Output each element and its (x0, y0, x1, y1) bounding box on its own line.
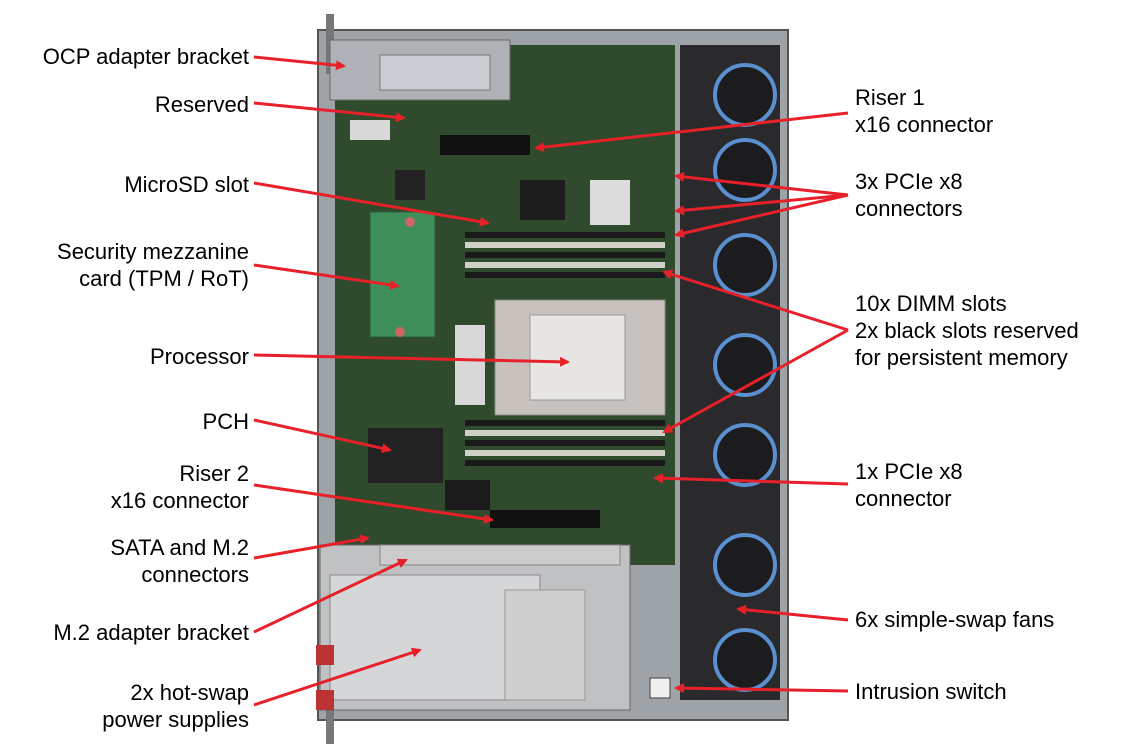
arrow-reserved (253, 101, 406, 123)
arrow-pcie3-c (674, 193, 849, 239)
arrow-dimm-b (662, 328, 849, 434)
arrow-intrusion (674, 683, 849, 694)
riser-2-connector-shape (490, 510, 600, 528)
label-reserved: Reserved (154, 92, 249, 117)
arrow-processor (253, 353, 570, 367)
label-ocp-adapter-bracket: OCP adapter bracket (42, 44, 249, 69)
label-fans: 6x simple-swap fans (855, 607, 1055, 632)
arrow-pcie3-a (674, 171, 849, 197)
callout-arrows (253, 55, 849, 707)
power-supply-bay (316, 544, 631, 711)
fan-3 (713, 233, 777, 297)
processor-heatsink (455, 299, 666, 416)
label-processor: Processor (149, 344, 249, 369)
arrow-dimm-a (662, 269, 849, 332)
label-security-mezzanine-card: Security mezzanine card (TPM / RoT) (57, 239, 249, 291)
fan-1 (713, 63, 777, 127)
label-dimm-slots: 10x DIMM slots 2x black slots reserved f… (855, 291, 1079, 370)
label-power-supplies: 2x hot-swap power supplies (102, 680, 249, 732)
fan-assembly (680, 45, 780, 700)
arrow-security (253, 263, 400, 290)
arrow-fans (736, 604, 849, 622)
dimm-slots-lower (465, 420, 665, 466)
arrow-riser1 (534, 111, 849, 153)
label-pcie-x8-1: 1x PCIe x8 connector (855, 459, 963, 511)
label-intrusion-switch: Intrusion switch (855, 679, 1007, 704)
security-card-shape (369, 211, 436, 338)
label-microsd-slot: MicroSD slot (124, 172, 249, 197)
arrow-m2bracket (253, 558, 408, 634)
fan-2 (713, 138, 777, 202)
arrow-pcie1 (653, 473, 849, 486)
label-riser-1: Riser 1 x16 connector (855, 85, 994, 137)
label-sata-m2-connectors: SATA and M.2 connectors (110, 535, 249, 587)
label-riser-2: Riser 2 x16 connector (110, 461, 249, 513)
ocp-bracket-shape (329, 39, 511, 101)
fan-6 (713, 533, 777, 597)
arrow-microsd (253, 181, 490, 227)
arrow-riser2 (253, 483, 494, 524)
arrow-ocp (253, 55, 346, 71)
arrow-psu (253, 647, 422, 707)
arrow-pch (253, 418, 392, 454)
intrusion-switch-shape (649, 677, 671, 699)
fan-5 (713, 423, 777, 487)
riser-1-connector-shape (440, 135, 530, 155)
label-m2-adapter-bracket: M.2 adapter bracket (53, 620, 249, 645)
dimm-slots-upper (465, 232, 665, 278)
label-pch: PCH (202, 409, 249, 434)
fan-7 (713, 628, 777, 692)
label-pcie-x8-3: 3x PCIe x8 connectors (855, 169, 963, 221)
pch-heatsink (368, 428, 443, 483)
arrow-sata (253, 534, 370, 560)
arrow-pcie3-b (674, 193, 849, 216)
